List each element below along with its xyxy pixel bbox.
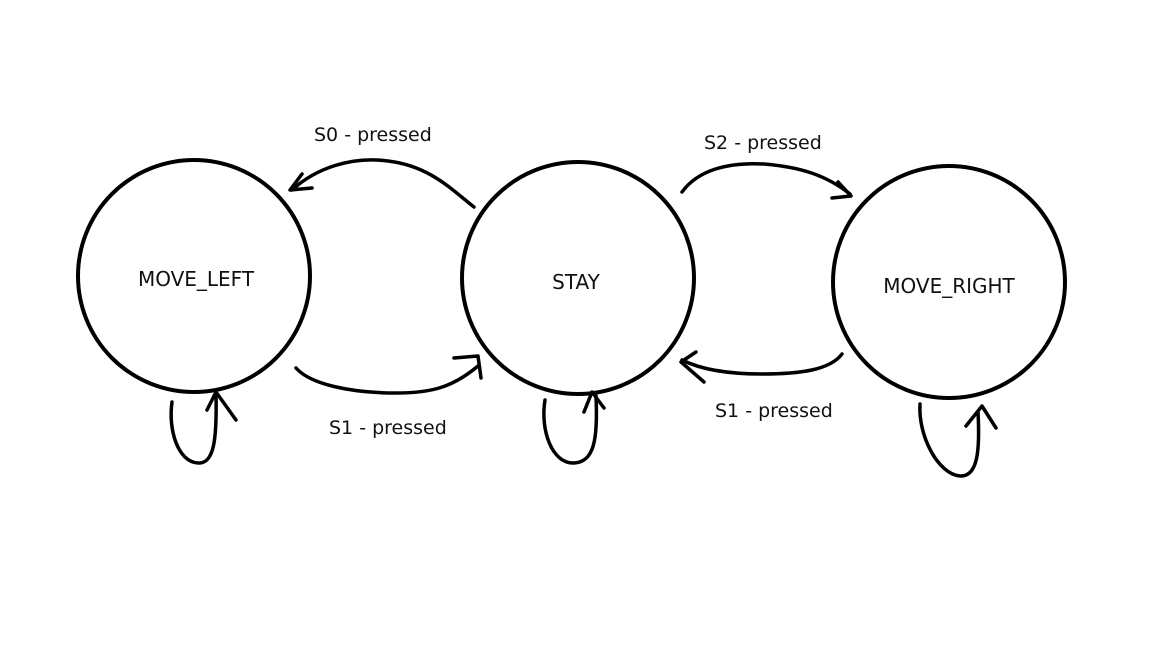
self-loop-stay-arrowhead xyxy=(582,390,606,414)
state-move-left: MOVE_LEFT xyxy=(76,158,312,394)
label-s1-pressed-right: S1 - pressed xyxy=(715,400,833,422)
arrow-move-right-to-stay xyxy=(680,352,844,376)
self-loop-move-right-path xyxy=(918,402,981,478)
self-loop-move-left-arrowhead xyxy=(205,390,238,422)
transition-stay-to-move-right: S2 - pressed xyxy=(680,132,853,200)
state-move-left-label: MOVE_LEFT xyxy=(138,267,255,291)
transition-move-left-to-stay: S1 - pressed xyxy=(294,354,483,439)
self-loop-move-left xyxy=(169,390,238,465)
state-move-right: MOVE_RIGHT xyxy=(831,164,1067,400)
label-s0-pressed: S0 - pressed xyxy=(314,124,432,146)
self-loop-move-right xyxy=(918,402,998,478)
label-s1-pressed-left: S1 - pressed xyxy=(329,417,447,439)
state-move-right-circle xyxy=(831,164,1067,400)
state-move-left-circle xyxy=(76,158,312,394)
self-loop-move-right-arrowhead xyxy=(964,404,998,430)
transition-stay-to-move-left: S0 - pressed xyxy=(288,124,476,209)
arrowhead-stay-left xyxy=(452,354,483,380)
self-loop-stay xyxy=(542,390,606,465)
label-s2-pressed: S2 - pressed xyxy=(704,132,822,154)
arrow-move-left-to-stay xyxy=(294,364,480,395)
state-stay: STAY xyxy=(460,160,696,396)
self-loop-stay-path xyxy=(542,394,599,465)
arrowhead-move-left xyxy=(288,172,314,192)
transition-move-right-to-stay: S1 - pressed xyxy=(679,350,844,422)
state-stay-circle xyxy=(460,160,696,396)
arrow-stay-to-move-right xyxy=(680,161,852,196)
state-move-right-label: MOVE_RIGHT xyxy=(883,274,1015,298)
arrow-stay-to-move-left xyxy=(290,158,476,209)
arrowhead-move-right xyxy=(830,180,853,200)
self-loop-move-left-path xyxy=(169,392,218,465)
arrowhead-stay-right xyxy=(679,350,706,384)
state-stay-label: STAY xyxy=(552,270,600,294)
